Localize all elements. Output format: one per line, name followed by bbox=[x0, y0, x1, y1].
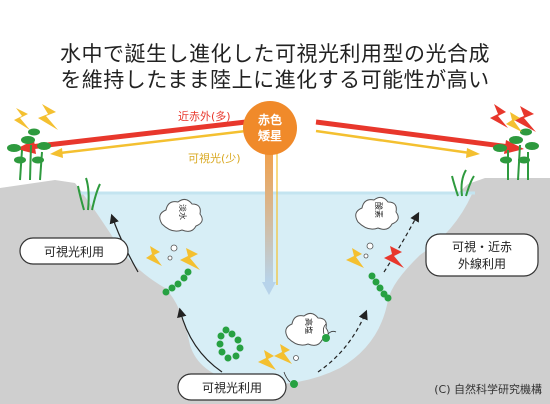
title-line-1: 水中で誕生し進化した可視光利用型の光合成 bbox=[60, 42, 490, 66]
arrow-bottom-left bbox=[177, 307, 223, 373]
bolt-top-right-red bbox=[490, 104, 508, 128]
cloud-bottom-word: 高塩 bbox=[304, 318, 314, 334]
bolt-bottom-1 bbox=[258, 350, 276, 370]
bolt-right-yellow bbox=[346, 248, 364, 268]
cell-chain-right bbox=[368, 272, 392, 302]
bolt-top-right-red-2 bbox=[514, 106, 536, 132]
water-basin bbox=[83, 194, 472, 385]
credit-text: (C) 自然科学研究機構 bbox=[434, 383, 542, 396]
right-label-line-2: 外線利用 bbox=[458, 256, 506, 271]
bolt-right-red bbox=[384, 246, 404, 268]
left-label-box bbox=[19, 237, 129, 265]
plant-top-left bbox=[7, 128, 51, 181]
cloud-high-salt: 高塩 bbox=[285, 312, 329, 361]
grass-right bbox=[451, 169, 475, 197]
right-label-line-1: 可視・近赤 bbox=[452, 239, 512, 254]
cloud-freshwater: 淡水 bbox=[159, 198, 203, 261]
near-ir-label: 近赤外(多) bbox=[178, 109, 231, 123]
bolt-bottom-2 bbox=[274, 344, 292, 364]
red-dwarf-star bbox=[243, 101, 297, 155]
right-label-box bbox=[425, 233, 539, 277]
near-ir-arrow-left bbox=[29, 119, 247, 150]
star-label-1: 赤色 bbox=[258, 112, 282, 127]
left-label: 可視光利用 bbox=[44, 244, 104, 259]
visible-light-label: 可視光(少) bbox=[188, 151, 241, 165]
cell-chain-left bbox=[162, 268, 192, 296]
cloud-right-word: 酸素 bbox=[374, 202, 384, 218]
near-ir-arrow-right bbox=[315, 119, 511, 150]
bottom-label-box bbox=[177, 373, 287, 401]
star-label-2: 矮星 bbox=[257, 128, 282, 143]
cloud-left-word: 淡水 bbox=[178, 204, 188, 220]
bolt-left-1 bbox=[146, 246, 162, 266]
visible-arrow-right bbox=[315, 129, 471, 155]
bolt-left-2 bbox=[180, 248, 200, 270]
cell-single-bottom bbox=[283, 371, 298, 388]
bolt-top-left-1 bbox=[14, 108, 30, 130]
title-line-2: を維持したまま陸上に進化する可能性が高い bbox=[60, 68, 490, 92]
cell-ring-bottom bbox=[216, 326, 244, 362]
grass-left bbox=[77, 177, 101, 211]
bottom-label: 可視光利用 bbox=[202, 380, 262, 395]
down-beam bbox=[265, 152, 273, 282]
cell-single-mid bbox=[322, 323, 337, 342]
plant-top-right bbox=[493, 128, 539, 181]
cloud-oxygen: 酸素 bbox=[355, 196, 399, 259]
bolt-top-right-yellow bbox=[506, 112, 522, 132]
visible-arrow-left bbox=[59, 129, 247, 155]
bolt-top-left-2 bbox=[38, 104, 58, 130]
arrow-bottom-right bbox=[317, 309, 368, 373]
